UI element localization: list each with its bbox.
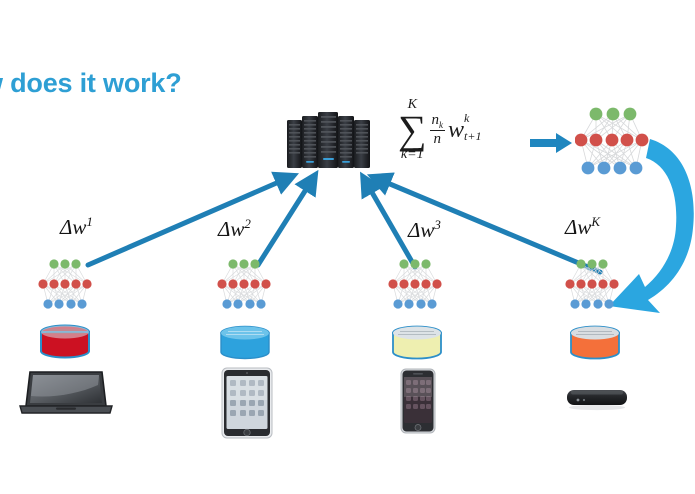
weight-superscript: k — [464, 111, 470, 125]
output-layer — [589, 107, 637, 121]
laptop — [18, 368, 114, 423]
client-model-k — [565, 258, 621, 312]
summation-symbol: K ∑ k=1 — [398, 98, 427, 162]
aggregated-global-model — [575, 104, 651, 180]
local-dataset-k — [568, 325, 622, 366]
local-dataset-1 — [38, 324, 92, 365]
client-model-1 — [38, 258, 94, 312]
local-dataset-2 — [218, 325, 272, 366]
page-title: w does it work? — [0, 68, 182, 98]
sigma-lower-limit: k=1 — [400, 147, 424, 162]
client-update-upload-arrow — [85, 171, 300, 268]
fraction-numerator: nk — [429, 111, 446, 132]
tablet — [221, 367, 273, 444]
weight-subscript: t+1 — [464, 129, 482, 143]
sigma-upper-limit: K — [407, 97, 417, 112]
delta-weight-label-client-3: Δw3 — [408, 217, 441, 242]
hidden-layer — [575, 133, 649, 147]
set-top-box — [565, 385, 629, 418]
server-rack — [285, 110, 373, 172]
local-dataset-3 — [390, 325, 444, 366]
client-update-upload-arrow — [255, 169, 319, 268]
client-model-2 — [217, 258, 273, 312]
client-model-3 — [388, 258, 444, 312]
delta-weight-label-client-k: ΔwK — [565, 214, 601, 239]
fraction-denominator: n — [433, 131, 442, 148]
weight-symbol: w — [448, 117, 465, 143]
smartphone — [400, 368, 436, 439]
sigma-glyph: ∑ — [398, 107, 427, 152]
delta-weight-label-client-1: Δw1 — [60, 214, 93, 239]
delta-weight-label-client-2: Δw2 — [218, 216, 251, 241]
input-layer — [581, 161, 643, 175]
